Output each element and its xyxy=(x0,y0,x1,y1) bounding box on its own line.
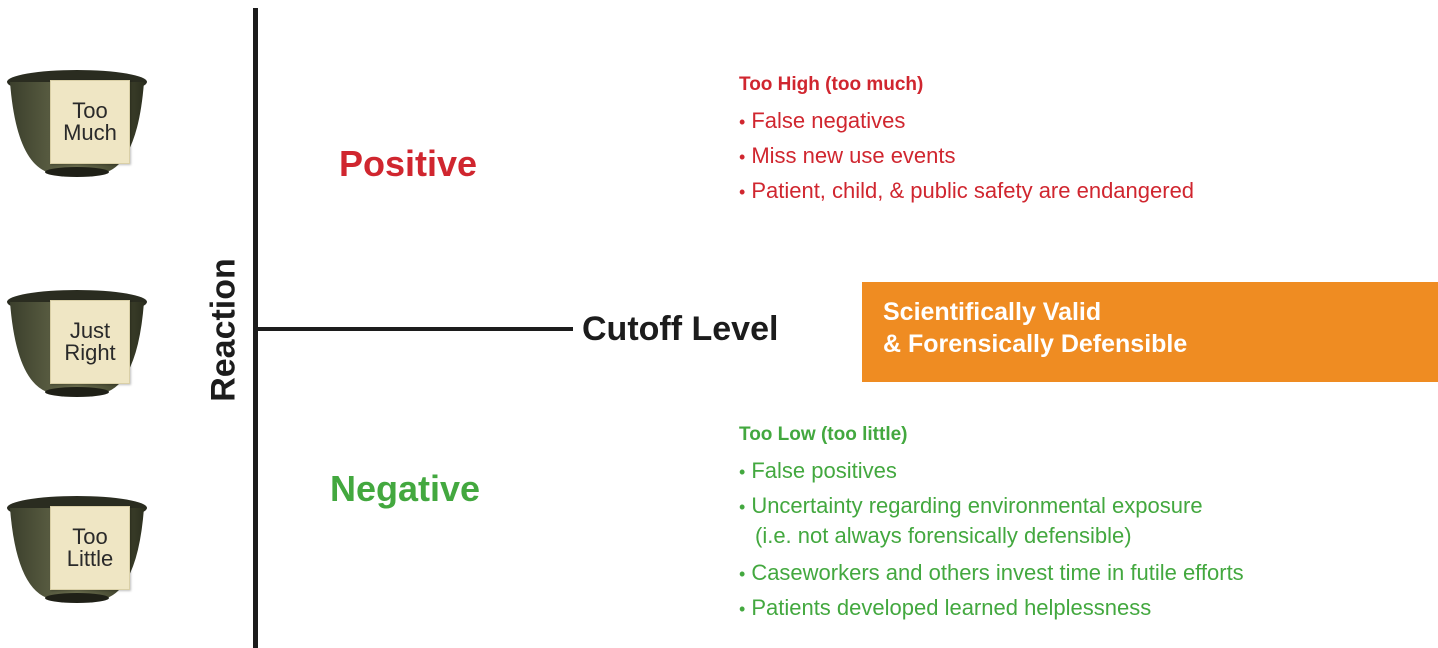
bowl-label-line2: Much xyxy=(63,120,117,145)
list-item: •False positives xyxy=(739,458,897,483)
highlight-line2: & Forensically Defensible xyxy=(883,330,1188,358)
cutoff-label: Cutoff Level xyxy=(582,310,779,348)
axis-label: Reaction xyxy=(204,258,243,402)
bowl-label-line2: Right xyxy=(64,340,116,365)
list-item: •Miss new use events xyxy=(739,143,956,168)
bowl-too-much: Too Much xyxy=(2,60,152,180)
bowl-too-little: Too Little xyxy=(2,486,152,606)
too-high-block: Too High (too much) •False negatives •Mi… xyxy=(739,74,1194,209)
bowl-card: Too Much xyxy=(50,80,130,164)
list-item: •False negatives xyxy=(739,108,906,133)
negative-label: Negative xyxy=(330,468,481,509)
bowl-just-right: Just Right xyxy=(2,280,152,400)
list-item: •Caseworkers and others invest time in f… xyxy=(739,560,1244,585)
too-high-title: Too High (too much) xyxy=(739,74,924,95)
bowl-label-line2: Little xyxy=(66,546,114,571)
list-item: •Uncertainty regarding environmental exp… xyxy=(739,493,1203,518)
bowl-label-line1: Too xyxy=(72,524,108,549)
too-low-title: Too Low (too little) xyxy=(739,424,908,445)
highlight-line1: Scientifically Valid xyxy=(883,298,1102,326)
too-low-block: Too Low (too little) •False positives •U… xyxy=(739,424,1244,626)
highlight-box: Scientifically Valid & Forensically Defe… xyxy=(862,282,1438,382)
positive-label: Positive xyxy=(339,143,478,184)
list-item: •Patients developed learned helplessness xyxy=(739,595,1152,620)
bowl-card: Too Little xyxy=(50,506,130,590)
cutoff-line xyxy=(253,327,573,331)
list-item-continuation: (i.e. not always forensically defensible… xyxy=(755,523,1132,548)
bowl-label-line1: Too xyxy=(72,98,108,123)
list-item: •Patient, child, & public safety are end… xyxy=(739,178,1195,203)
bowl-label-line1: Just xyxy=(69,318,111,343)
bowl-card: Just Right xyxy=(50,300,130,384)
